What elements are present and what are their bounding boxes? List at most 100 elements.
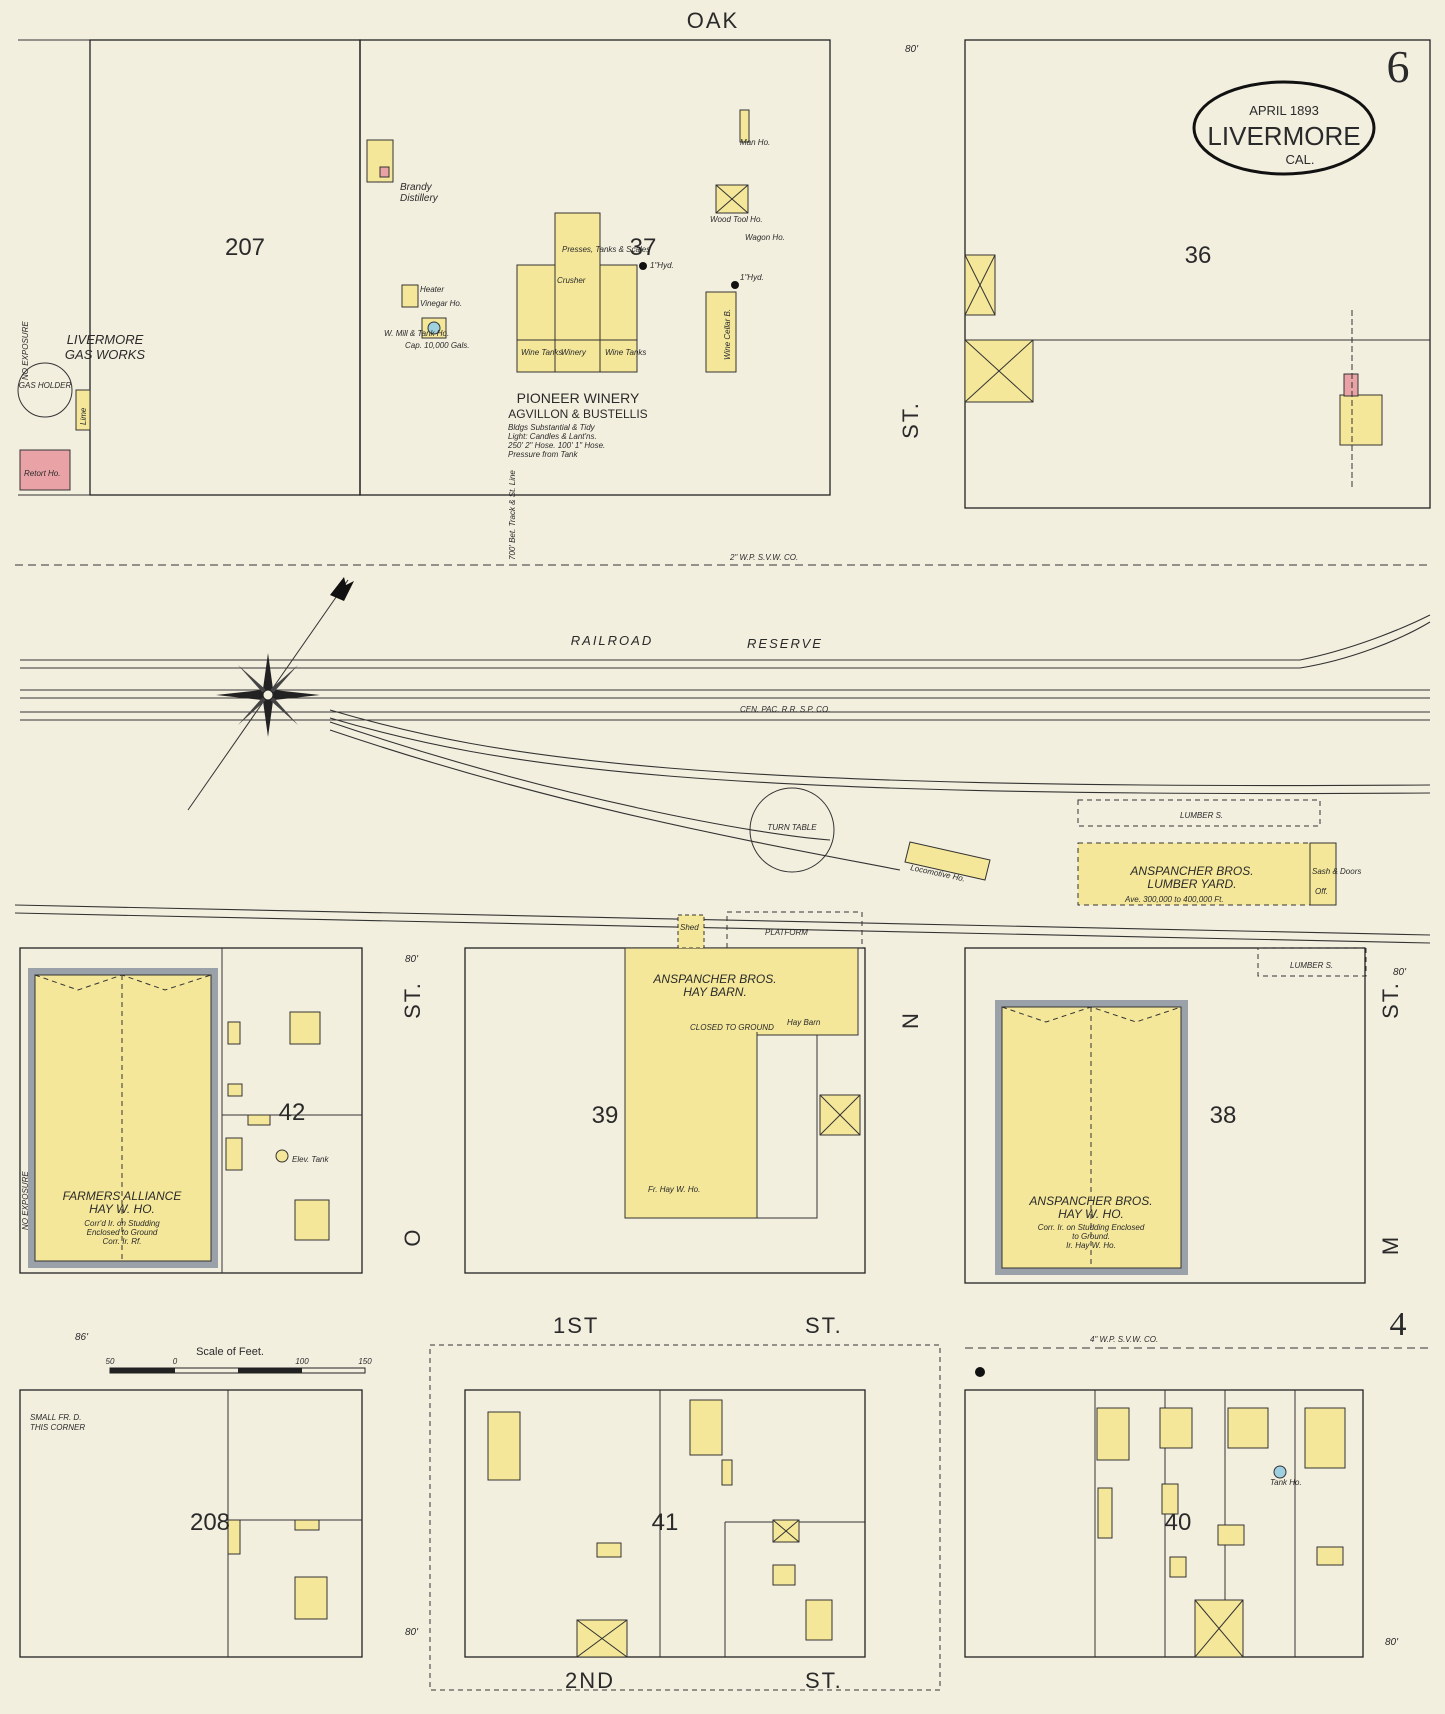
block-208-outline — [19, 1389, 363, 1658]
street-width-a: 80' — [905, 44, 919, 55]
street-n: N — [898, 1011, 923, 1029]
scale-150: 150 — [358, 1357, 372, 1366]
sheet-number: 6 — [1387, 41, 1410, 92]
crusher-label: Crusher — [557, 276, 586, 285]
hydrant-icon-3 — [975, 1367, 985, 1377]
hydrant-label-1: 1"Hyd. — [650, 261, 674, 270]
dwelling-40-a — [1096, 1407, 1130, 1461]
block-number-40: 40 — [1165, 1509, 1192, 1536]
small-frame-note: SMALL FR. D. — [30, 1413, 81, 1422]
elevated-tank — [275, 1149, 289, 1163]
dwelling-40-d — [1304, 1407, 1346, 1469]
closed-to-ground: CLOSED TO GROUND — [690, 1023, 774, 1032]
block-37-outline — [359, 39, 831, 496]
gas-holder — [17, 362, 73, 418]
small-frame-note-2: THIS CORNER — [30, 1423, 85, 1432]
heater-building — [401, 284, 419, 308]
street-width-e: 80' — [1385, 1637, 1399, 1648]
block-number-207: 207 — [225, 234, 265, 261]
block-number-36: 36 — [1185, 242, 1212, 269]
reserve-label: RESERVE — [747, 636, 823, 651]
winery-note-1: Bldgs Substantial & Tidy — [508, 423, 596, 432]
street-o-st: ST. — [400, 981, 425, 1019]
lumber-shed-2 — [1257, 947, 1367, 977]
turn-table-label: TURN TABLE — [767, 823, 817, 832]
winery-owners: AGVILLON & BUSTELLIS — [508, 407, 647, 421]
shed-label: Shed — [680, 923, 699, 932]
street-width-b: 80' — [405, 954, 419, 965]
hydrant-label-2: 1"Hyd. — [740, 273, 764, 282]
lumber-shed-2-label: LUMBER S. — [1290, 961, 1333, 970]
brick-addition-36 — [1343, 373, 1359, 397]
farmers-construction-1: Corr'd Ir. on Studding — [84, 1219, 160, 1228]
block-number-41: 41 — [652, 1509, 679, 1536]
winery-label: Winery — [561, 348, 587, 357]
sash-doors-label: Sash & Doors — [1312, 867, 1361, 876]
office-label: Off. — [1315, 887, 1328, 896]
dwelling-42-a — [289, 1011, 321, 1045]
no-exposure-label-2: NO EXPOSURE — [21, 1171, 30, 1230]
lumber-yard-title-2: LUMBER YARD. — [1147, 877, 1236, 891]
water-pipe-label: 2" W.P. S.V.W. CO. — [729, 553, 798, 562]
block-40-outline — [964, 1389, 1364, 1658]
windmill-capacity: Cap. 10,000 Gals. — [405, 341, 469, 350]
winery-note-4: Pressure from Tank — [508, 450, 579, 459]
block-38-outline — [964, 947, 1366, 1284]
hay-38-construction-2: to Ground. — [1072, 1232, 1110, 1241]
hay-38-construction-3: Ir. Hay W. Ho. — [1066, 1241, 1116, 1250]
street-o: O — [400, 1227, 425, 1246]
lime-shed — [75, 389, 91, 431]
track-distance-label: 700' Bet. Track & St. Line — [508, 470, 517, 560]
hay-barn-title-2: HAY BARN. — [683, 985, 747, 999]
street-oak: OAK — [687, 8, 739, 33]
gas-works-label-2: GAS WORKS — [65, 347, 146, 362]
lumber-office — [1309, 842, 1337, 906]
dwelling-42-b — [294, 1199, 330, 1241]
distillery-furnace — [379, 166, 390, 178]
hydrant-icon-2 — [731, 281, 739, 289]
shed-39-b — [677, 914, 705, 949]
winery-note-3: 250' 2" Hose. 100' 1" Hose. — [507, 441, 605, 450]
scale-50: 50 — [106, 1357, 115, 1366]
brandy-label: Brandy — [400, 182, 433, 193]
dwelling-41-a — [487, 1411, 521, 1481]
block-42-outline — [19, 947, 363, 1274]
street-first: 1ST — [553, 1313, 599, 1338]
windmill-label: W. Mill & Tank Ho. — [384, 329, 449, 338]
man-house-label: Man Ho. — [740, 138, 770, 147]
block-number-42: 42 — [279, 1099, 306, 1126]
street-m-st: ST. — [1378, 981, 1403, 1019]
scale-title: Scale of Feet. — [196, 1346, 264, 1358]
scale-100: 100 — [295, 1357, 309, 1366]
farmers-construction-2: Enclosed to Ground — [87, 1228, 158, 1237]
wine-cellar — [705, 291, 737, 373]
platform-label: PLATFORM — [765, 928, 808, 937]
wagon-label: Wagon Ho. — [745, 233, 785, 242]
farmers-alliance-hay-warehouse — [34, 974, 212, 1262]
pioneer-winery-building — [516, 212, 638, 373]
block-number-38: 38 — [1210, 1102, 1237, 1129]
sheet-date: APRIL 1893 — [1249, 103, 1319, 118]
district-boundary — [429, 1344, 941, 1691]
dwelling-40-c — [1227, 1407, 1269, 1449]
compass-rose-icon — [187, 577, 354, 811]
distillery-label: Distillery — [400, 193, 439, 204]
hydrant-icon — [639, 262, 647, 270]
lumber-shed-1-label: LUMBER S. — [1180, 811, 1223, 820]
yard-39 — [756, 1034, 818, 1219]
lumber-shed-1 — [1077, 799, 1321, 827]
street-second: 2ND — [565, 1668, 615, 1693]
scale-0: 0 — [173, 1357, 178, 1366]
adjoining-sheet: 4 — [1390, 1306, 1407, 1343]
presses-label: Presses, Tanks & Scales — [562, 245, 650, 254]
dwelling-36 — [1339, 394, 1383, 446]
street-first-st: ST. — [805, 1313, 843, 1338]
anspancher-hay-barn — [624, 947, 859, 1219]
water-pipe-bottom-label: 4" W.P. S.V.W. CO. — [1090, 1335, 1158, 1344]
dwelling-208 — [294, 1576, 328, 1620]
gas-works-label: LIVERMORE — [67, 332, 144, 347]
platform — [726, 911, 863, 949]
turn-table — [749, 787, 835, 873]
dwelling-40-b — [1159, 1407, 1193, 1449]
heater-label: Heater — [420, 285, 444, 294]
